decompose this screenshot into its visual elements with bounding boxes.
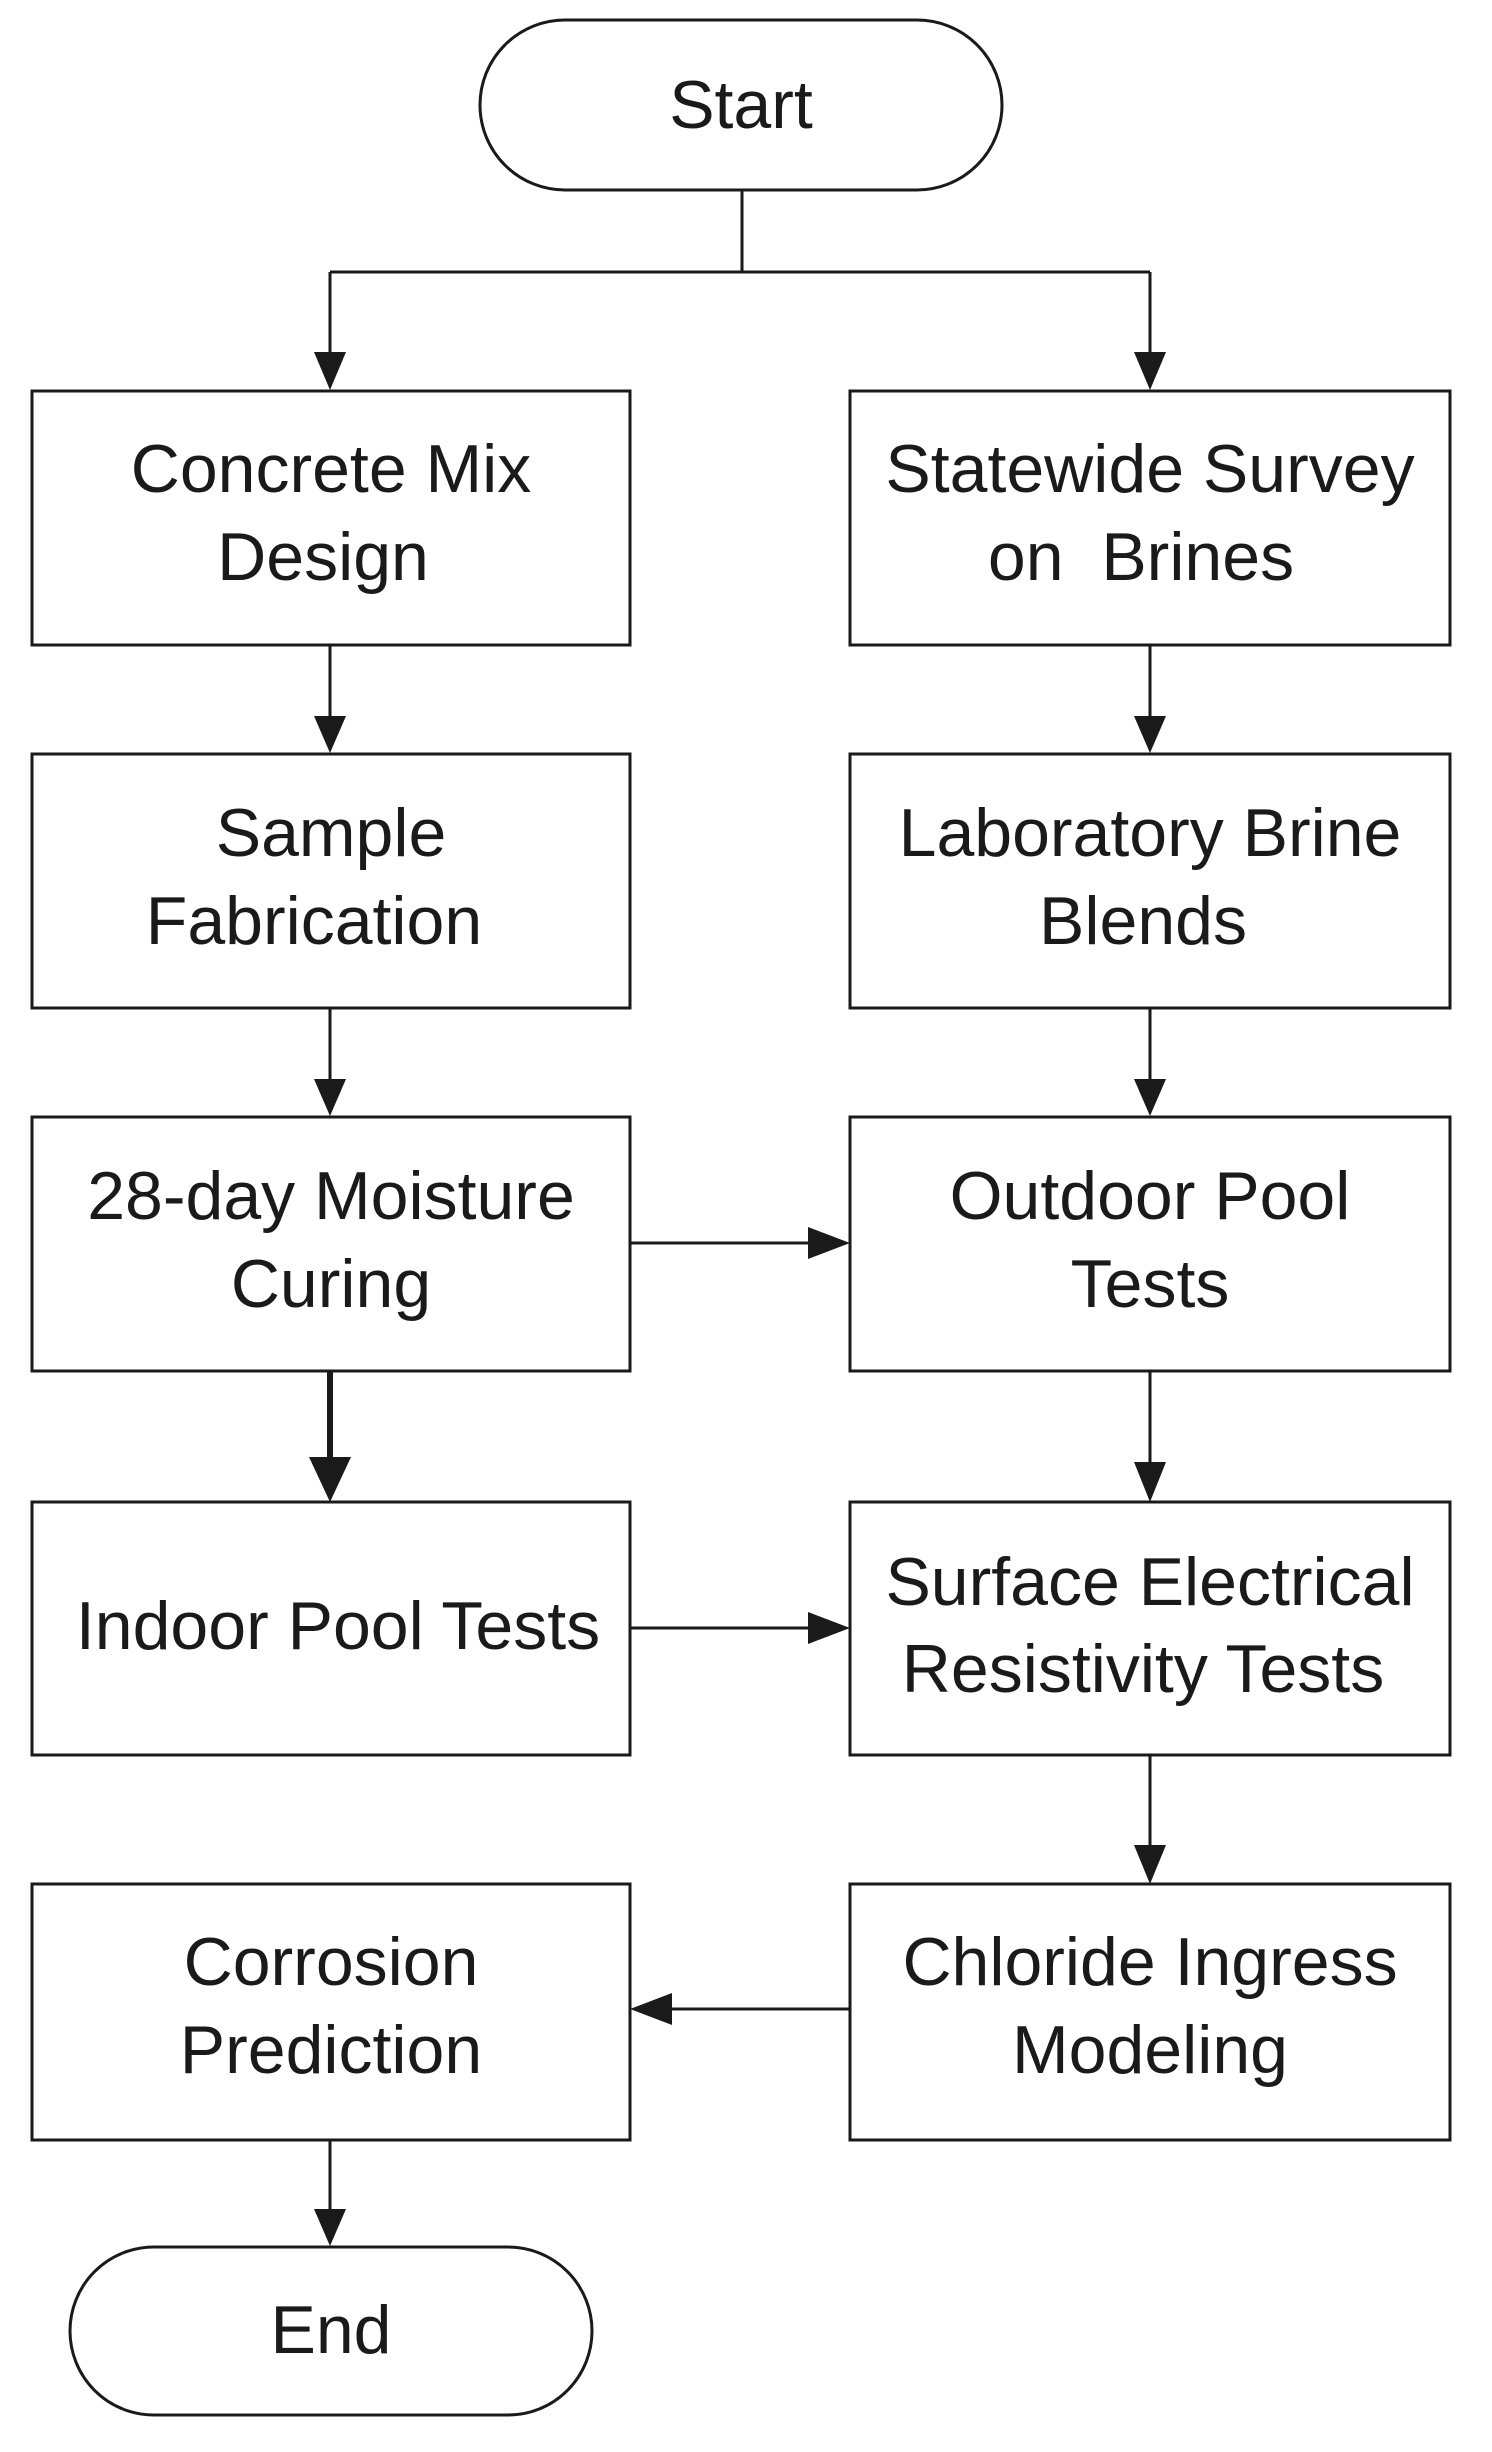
sample-fabrication-node: Sample Fabrication [30, 752, 632, 1010]
outdoor-pool-tests-label-line-1: Outdoor Pool [950, 1158, 1351, 1234]
edge-start-to-statewide-survey [1134, 272, 1166, 390]
arrowhead [1134, 716, 1166, 753]
arrowhead [314, 1079, 346, 1116]
surface-resistivity-node: Surface Electrical Resistivity Tests [848, 1500, 1452, 1757]
chloride-ingress-node: Chloride Ingress Modeling [848, 1882, 1452, 2142]
arrowhead [808, 1612, 850, 1644]
edge-outdoor-pool-tests-to-surface-resistivity [1134, 1371, 1166, 1502]
arrowhead [1134, 1845, 1166, 1884]
laboratory-brine-blends-label-line-2: Blends [1039, 883, 1247, 959]
edge-sample-fabrication-to-moisture-curing [314, 1008, 346, 1116]
arrowhead [630, 1993, 672, 2025]
corrosion-prediction-label-line-2: Prediction [180, 2012, 482, 2088]
statewide-survey-label-line-2: on Brines [988, 519, 1294, 595]
chloride-ingress-label-line-2: Modeling [1012, 2012, 1288, 2088]
moisture-curing-label-line-1: 28-day Moisture [87, 1158, 575, 1234]
edge-concrete-mix-design-to-sample-fabrication [314, 645, 346, 753]
outdoor-pool-tests-label-line-2: Tests [1071, 1246, 1230, 1322]
arrowhead [1134, 1462, 1166, 1502]
indoor-pool-tests-node: Indoor Pool Tests [30, 1500, 632, 1757]
sample-fabrication-label-line-1: Sample [216, 795, 447, 871]
edge-statewide-survey-to-laboratory-brine-blends [1134, 645, 1166, 753]
indoor-pool-tests-label: Indoor Pool Tests [76, 1588, 600, 1664]
arrowhead [314, 352, 346, 390]
start-node-label: Start [669, 67, 813, 143]
statewide-survey-node: Statewide Survey on Brines [848, 389, 1452, 647]
edge-moisture-curing-to-outdoor-pool-tests [630, 1227, 850, 1259]
edge-chloride-ingress-to-corrosion-prediction [630, 1993, 850, 2025]
chloride-ingress-label-line-1: Chloride Ingress [902, 1924, 1397, 2000]
laboratory-brine-blends-label-line-1: Laboratory Brine [899, 795, 1402, 871]
concrete-mix-design-node: Concrete Mix Design [30, 389, 632, 647]
moisture-curing-node: 28-day Moisture Curing [30, 1115, 632, 1373]
end-node-label: End [271, 2292, 392, 2368]
edge-corrosion-prediction-to-end [314, 2140, 346, 2246]
edge-indoor-pool-tests-to-surface-resistivity [630, 1612, 850, 1644]
arrowhead [309, 1457, 351, 1502]
edges [309, 191, 1166, 2246]
sample-fabrication-label-line-2: Fabrication [146, 883, 482, 959]
arrowhead [314, 716, 346, 753]
arrowhead [808, 1227, 850, 1259]
end-node: End [68, 2245, 594, 2417]
statewide-survey-label-line-1: Statewide Survey [885, 431, 1414, 507]
arrowhead [314, 2209, 346, 2246]
concrete-mix-design-label-line-1: Concrete Mix [131, 431, 532, 507]
edge-moisture-curing-to-indoor-pool-tests [309, 1371, 351, 1502]
edge-start-to-concrete-mix-design [314, 191, 1150, 390]
moisture-curing-label-line-2: Curing [231, 1246, 431, 1322]
edge-laboratory-brine-blends-to-outdoor-pool-tests [1134, 1008, 1166, 1116]
laboratory-brine-blends-node: Laboratory Brine Blends [848, 752, 1452, 1010]
surface-resistivity-label-line-2: Resistivity Tests [902, 1631, 1384, 1707]
surface-resistivity-label-line-1: Surface Electrical [885, 1544, 1414, 1620]
corrosion-prediction-node: Corrosion Prediction [30, 1882, 632, 2142]
nodes: Start Concrete Mix Design Statewide Surv… [30, 18, 1452, 2417]
outdoor-pool-tests-node: Outdoor Pool Tests [848, 1115, 1452, 1373]
concrete-mix-design-label-line-2: Design [217, 519, 429, 595]
arrowhead [1134, 1079, 1166, 1116]
corrosion-prediction-label-line-1: Corrosion [184, 1924, 479, 2000]
arrowhead [1134, 352, 1166, 390]
start-node: Start [478, 18, 1004, 192]
edge-surface-resistivity-to-chloride-ingress [1134, 1755, 1166, 1884]
